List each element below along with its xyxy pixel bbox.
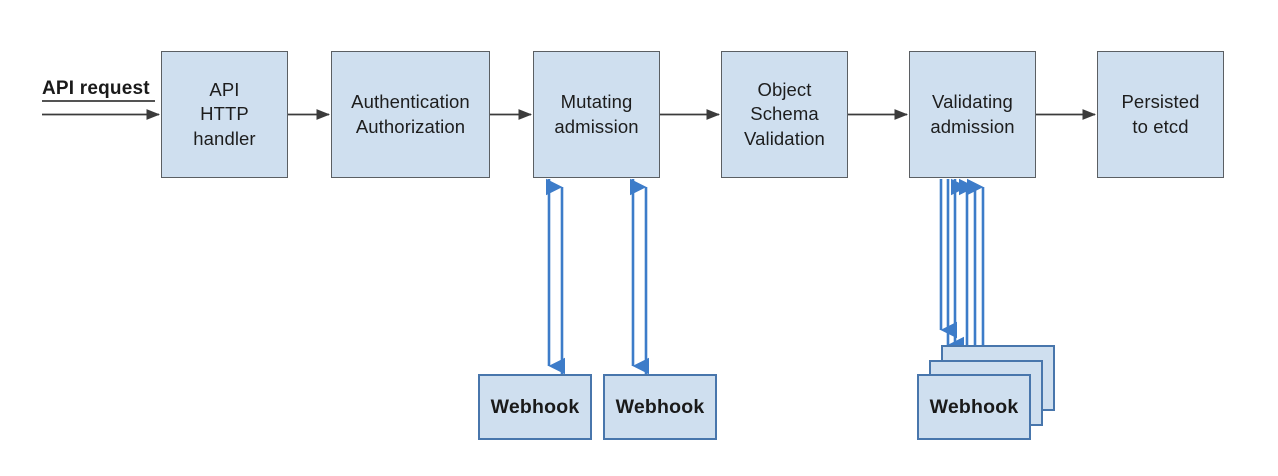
webhook-mutating-1-label: Webhook	[490, 395, 580, 418]
node-persisted-to-etcd[interactable]: Persisted to etcd	[1097, 51, 1224, 178]
node-api-http-handler-label: API HTTP handler	[193, 78, 256, 149]
node-authentication-authorization[interactable]: Authentication Authorization	[331, 51, 490, 178]
node-object-schema-validation-label: Object Schema Validation	[744, 78, 825, 149]
entry-label-api-request: API request	[42, 78, 150, 99]
webhook-mutating-2[interactable]: Webhook	[603, 374, 717, 440]
webhook-validating-stack-front-label: Webhook	[929, 395, 1019, 418]
webhook-validating-stack-front[interactable]: Webhook	[917, 374, 1031, 440]
webhook-mutating-2-label: Webhook	[615, 395, 705, 418]
node-mutating-admission[interactable]: Mutating admission	[533, 51, 660, 178]
node-mutating-admission-label: Mutating admission	[554, 91, 639, 137]
node-api-http-handler[interactable]: API HTTP handler	[161, 51, 288, 178]
node-validating-admission[interactable]: Validating admission	[909, 51, 1036, 178]
node-validating-admission-label: Validating admission	[930, 91, 1015, 137]
webhook-mutating-1[interactable]: Webhook	[478, 374, 592, 440]
node-authentication-authorization-label: Authentication Authorization	[351, 91, 470, 137]
node-object-schema-validation[interactable]: Object Schema Validation	[721, 51, 848, 178]
node-persisted-to-etcd-label: Persisted to etcd	[1121, 91, 1200, 137]
